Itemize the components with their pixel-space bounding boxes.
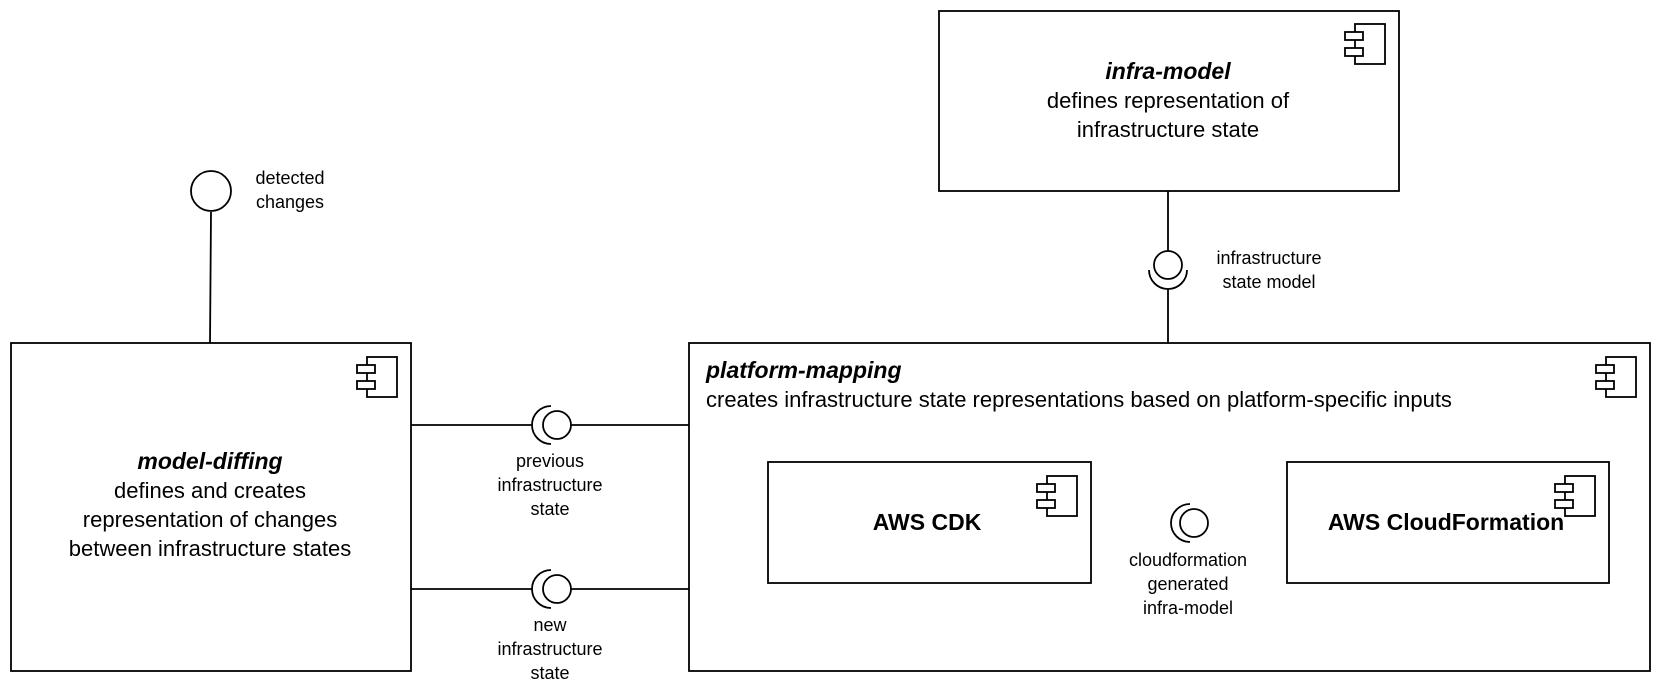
cloudformation-generated-infra-model-label: cloudformation	[1129, 550, 1247, 570]
infra-model-component: infra-model defines representation of in…	[938, 10, 1400, 192]
platform-mapping-title: platform-mapping	[705, 357, 902, 383]
model-diffing-description-line: between infrastructure states	[69, 536, 351, 561]
new-infrastructure-state-label: infrastructure	[497, 639, 602, 659]
platform-mapping-description: creates infrastructure state representat…	[706, 387, 1452, 412]
new-infrastructure-state-label: new	[533, 615, 567, 635]
component-icon	[356, 356, 398, 398]
detected-changes-connector	[209, 211, 212, 344]
aws-cloudformation-component: AWS CloudFormation	[1286, 461, 1610, 584]
aws-cdk-box	[767, 461, 1092, 584]
required-interface-socket	[531, 405, 552, 445]
component-icon	[1554, 475, 1596, 517]
required-interface-socket	[531, 569, 552, 609]
provided-interface-ball	[1153, 250, 1183, 280]
detected-changes-provided-interface	[190, 170, 232, 212]
component-icon	[1595, 356, 1637, 398]
required-interface-socket	[1170, 503, 1191, 543]
infrastructure-state-model-label: infrastructure	[1216, 248, 1321, 268]
aws-cdk-component: AWS CDK	[767, 461, 1092, 584]
aws-cloudformation-box	[1286, 461, 1610, 584]
provided-interface-ball	[1179, 508, 1209, 538]
previous-infrastructure-state-label: infrastructure	[497, 475, 602, 495]
provided-interface-ball	[542, 574, 572, 604]
new-infrastructure-state-interface	[531, 569, 572, 609]
aws-cloudformation-title: AWS CloudFormation	[1328, 509, 1564, 535]
infra-model-box	[938, 10, 1400, 192]
new-infrastructure-state-label: state	[530, 663, 569, 683]
model-diffing-title: model-diffing	[137, 448, 282, 474]
component-icon	[1036, 475, 1078, 517]
infrastructure-state-model-interface	[1148, 250, 1188, 290]
infra-model-title: infra-model	[1105, 58, 1231, 84]
aws-cdk-title: AWS CDK	[873, 509, 982, 535]
infra-model-description-line: infrastructure state	[1077, 117, 1259, 142]
previous-infrastructure-state-label: previous	[516, 451, 584, 471]
model-diffing-description-line: defines and creates	[114, 478, 306, 503]
detected-changes-label: changes	[256, 192, 324, 212]
cloudformation-generated-infra-model-label: infra-model	[1143, 598, 1233, 618]
provided-interface-ball	[542, 410, 572, 440]
detected-changes-label: detected	[255, 168, 324, 188]
infrastructure-state-model-label: state model	[1222, 272, 1315, 292]
cloudformation-generated-infra-model-interface	[1170, 503, 1209, 543]
model-diffing-component: model-diffing defines and creates repres…	[10, 342, 412, 672]
previous-infrastructure-state-label: state	[530, 499, 569, 519]
infra-model-description-line: defines representation of	[1047, 88, 1290, 113]
required-interface-socket	[1148, 269, 1188, 290]
previous-infrastructure-state-interface	[531, 405, 572, 445]
component-icon	[1344, 23, 1386, 65]
platform-mapping-component: platform-mapping creates infrastructure …	[688, 342, 1651, 672]
model-diffing-description-line: representation of changes	[83, 507, 337, 532]
cloudformation-generated-infra-model-label: generated	[1147, 574, 1228, 594]
model-diffing-box	[10, 342, 412, 672]
